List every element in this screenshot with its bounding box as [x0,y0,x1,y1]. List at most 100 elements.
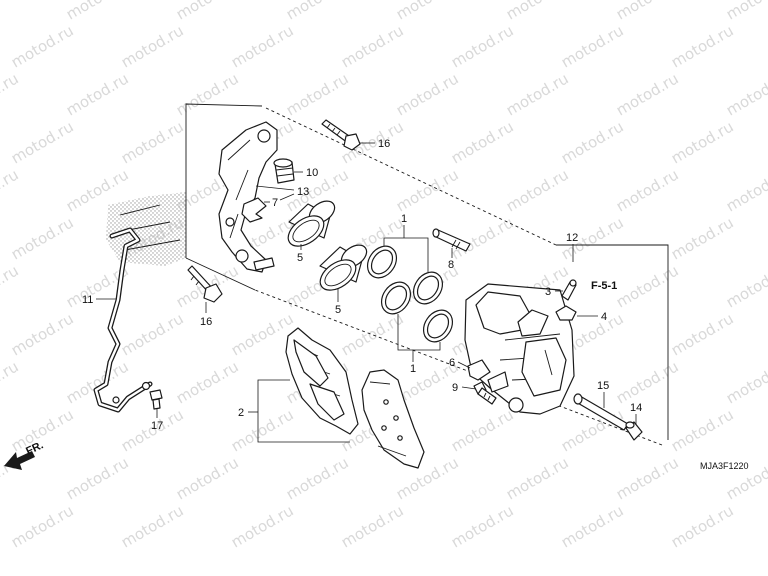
watermark-text: motod.ru [338,21,407,71]
part-9-bolt [473,381,497,405]
callout-6: 6 [449,357,455,369]
watermark-text: motod.ru [503,69,572,119]
watermark-text: motod.ru [8,117,77,167]
watermark-text: motod.ru [723,69,768,119]
watermark-text: motod.ru [558,117,627,167]
callout-8: 8 [448,259,454,271]
reference-label: F-5-1 [591,280,617,292]
watermark-text: motod.ru [173,69,242,119]
part-11-wire-bracket [93,227,153,413]
watermark-text: motod.ru [0,165,22,215]
part-15-pin [573,393,629,431]
piston-lower [319,244,368,291]
watermark-text: motod.ru [63,453,132,503]
callout-11: 11 [82,294,93,306]
watermark-text: motod.ru [613,261,682,311]
watermark-text: motod.ru [558,405,627,455]
watermark-text: motod.ru [8,309,77,359]
part-6-clip [467,359,491,381]
part-10-boot [273,158,295,184]
watermark-text: motod.ru [118,309,187,359]
watermark-text: motod.ru [0,357,22,407]
callout-5-lower: 5 [335,304,341,316]
watermark-text: motod.ru [558,21,627,71]
watermark-text: motod.ru [118,117,187,167]
watermark-text: motod.ru [8,213,77,263]
watermark-text: motod.ru [448,21,517,71]
watermark-text: motod.ru [173,453,242,503]
callout-1-upper: 1 [401,213,407,225]
watermark-text: motod.ru [0,0,22,23]
leader-lines [96,142,637,443]
callout-16-lower: 16 [200,316,212,328]
watermark-text: motod.ru [283,453,352,503]
caliper-bracket [218,121,278,273]
watermark-text: motod.ru [338,501,407,551]
watermark-text: motod.ru [338,309,407,359]
piston-upper [287,200,336,247]
hatched-reference-area [106,192,186,266]
watermark-text: motod.ru [723,261,768,311]
watermark-text: motod.ru [668,405,737,455]
callout-5-upper: 5 [297,252,303,264]
part-16-bolt-top [321,119,361,151]
watermark-text: motod.ru [393,0,462,23]
watermark-text: motod.ru [228,21,297,71]
callout-10: 10 [306,167,318,179]
watermark-text: motod.ru [723,165,768,215]
watermark-text: motod.ru [503,0,572,23]
assembly-frame [185,103,669,446]
watermark-text: motod.ru [63,0,132,23]
callout-9: 9 [452,382,458,394]
callout-2: 2 [238,407,244,419]
part-4-cap [555,305,577,321]
watermark-text: motod.ru [228,501,297,551]
part-7-clip [241,197,267,223]
watermark-text: motod.ru [723,0,768,23]
watermark-text: motod.ru [118,501,187,551]
diagram-code: MJA3F1220 [700,461,749,471]
callout-1-lower: 1 [410,363,416,375]
watermark-text: motod.ru [448,117,517,167]
watermark-text: motod.ru [668,501,737,551]
watermark-text: motod.ru [613,357,682,407]
callout-16-top: 16 [378,138,390,150]
watermark-text: motod.ru [8,21,77,71]
watermark-text: motod.ru [173,357,242,407]
watermark-text: motod.ru [393,69,462,119]
callout-7: 7 [272,197,278,209]
watermark-text: motod.ru [613,0,682,23]
watermark-text: motod.ru [173,0,242,23]
watermark-text: motod.ru [613,165,682,215]
watermark-text: motod.ru [0,69,22,119]
watermark-text: motod.ru [558,501,627,551]
callout-4: 4 [601,311,607,323]
watermark-text: motod.ru [613,453,682,503]
part-14-plug [625,421,643,441]
part-16-bolt-lower [187,265,223,303]
callout-15: 15 [597,380,609,392]
watermark-text: motod.ru [723,357,768,407]
watermark-text: motod.ru [668,213,737,263]
part-3-bleeder [561,279,577,301]
watermark-text: motod.ru [63,69,132,119]
watermark-text: motod.ru [118,21,187,71]
callout-13: 13 [297,186,309,198]
callout-12: 12 [566,232,578,244]
callout-17: 17 [151,420,163,432]
watermark-text: motod.ru [503,165,572,215]
watermark-text: motod.ru [283,69,352,119]
watermark-text: motod.ru [668,21,737,71]
brake-pad-front [285,327,359,435]
watermark-text: motod.ru [0,261,22,311]
watermark-text: motod.ru [448,501,517,551]
part-8-pin [432,228,471,252]
watermark-text: motod.ru [8,501,77,551]
watermark-text: motod.ru [448,405,517,455]
brake-pad-rear [361,369,425,469]
watermark-text: motod.ru [283,0,352,23]
watermark-text: motod.ru [668,309,737,359]
watermark-text: motod.ru [668,117,737,167]
callout-3: 3 [545,286,551,298]
